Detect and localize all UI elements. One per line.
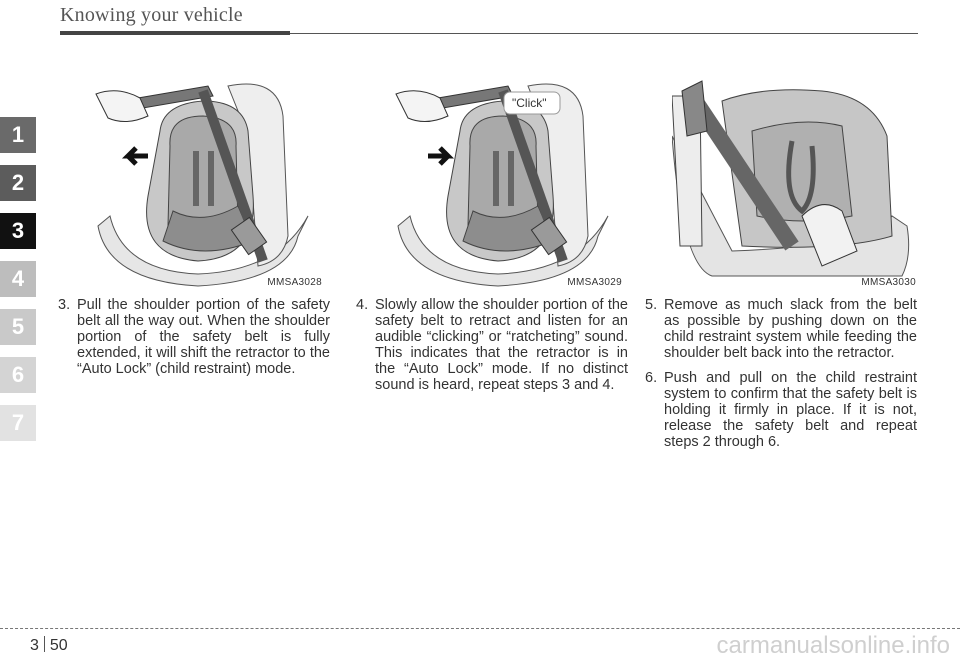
figure-code: MMSA3028 bbox=[267, 277, 322, 288]
chapter-tabs: 1 2 3 4 5 6 7 bbox=[0, 117, 40, 453]
figure-code: MMSA3029 bbox=[567, 277, 622, 288]
header-rule-thin bbox=[290, 33, 918, 34]
chapter-tab-6[interactable]: 6 bbox=[0, 357, 36, 393]
page-number: 3 50 bbox=[30, 636, 68, 655]
step-number: 5. bbox=[645, 297, 658, 313]
instructions-column-2: 4. Slowly allow the shoulder portion of … bbox=[356, 297, 628, 402]
step-text: Pull the shoulder portion of the safety … bbox=[77, 297, 330, 377]
page-separator bbox=[43, 636, 45, 652]
chapter-tab-5[interactable]: 5 bbox=[0, 309, 36, 345]
figure-code: MMSA3030 bbox=[861, 277, 916, 288]
page-number-value: 50 bbox=[49, 637, 68, 654]
step-text: Push and pull on the child restraint sys… bbox=[664, 370, 917, 450]
chapter-tab-3[interactable]: 3 bbox=[0, 213, 36, 249]
step-item: 5. Remove as much slack from the belt as… bbox=[645, 297, 917, 361]
step-text: Slowly allow the shoulder portion of the… bbox=[375, 297, 628, 393]
step-number: 4. bbox=[356, 297, 369, 313]
header-rule bbox=[60, 31, 290, 35]
step-item: 6. Push and pull on the child restraint … bbox=[645, 370, 917, 450]
watermark: carmanualsonline.info bbox=[716, 632, 950, 659]
seat-with-belt-illustration bbox=[672, 80, 910, 277]
chapter-tab-2[interactable]: 2 bbox=[0, 165, 36, 201]
page-header-title: Knowing your vehicle bbox=[60, 4, 243, 26]
chapter-tab-4[interactable]: 4 bbox=[0, 261, 36, 297]
click-callout: "Click" bbox=[512, 96, 547, 110]
figure-retract-belt: "Click" MMSA3029 bbox=[378, 76, 628, 292]
figure-remove-slack: MMSA3030 bbox=[672, 76, 922, 292]
chapter-tab-1[interactable]: 1 bbox=[0, 117, 36, 153]
step-item: 4. Slowly allow the shoulder portion of … bbox=[356, 297, 628, 393]
step-number: 3. bbox=[58, 297, 71, 313]
step-text: Remove as much slack from the belt as po… bbox=[664, 297, 917, 361]
footer-rule bbox=[0, 628, 960, 629]
figure-pull-belt: MMSA3028 bbox=[78, 76, 328, 292]
chapter-number: 3 bbox=[30, 637, 39, 654]
step-number: 6. bbox=[645, 370, 658, 386]
step-item: 3. Pull the shoulder portion of the safe… bbox=[58, 297, 330, 377]
instructions-column-1: 3. Pull the shoulder portion of the safe… bbox=[58, 297, 330, 386]
child-seat-illustration bbox=[395, 83, 609, 287]
child-seat-illustration bbox=[95, 83, 309, 287]
instructions-column-3: 5. Remove as much slack from the belt as… bbox=[645, 297, 917, 459]
chapter-tab-7[interactable]: 7 bbox=[0, 405, 36, 441]
